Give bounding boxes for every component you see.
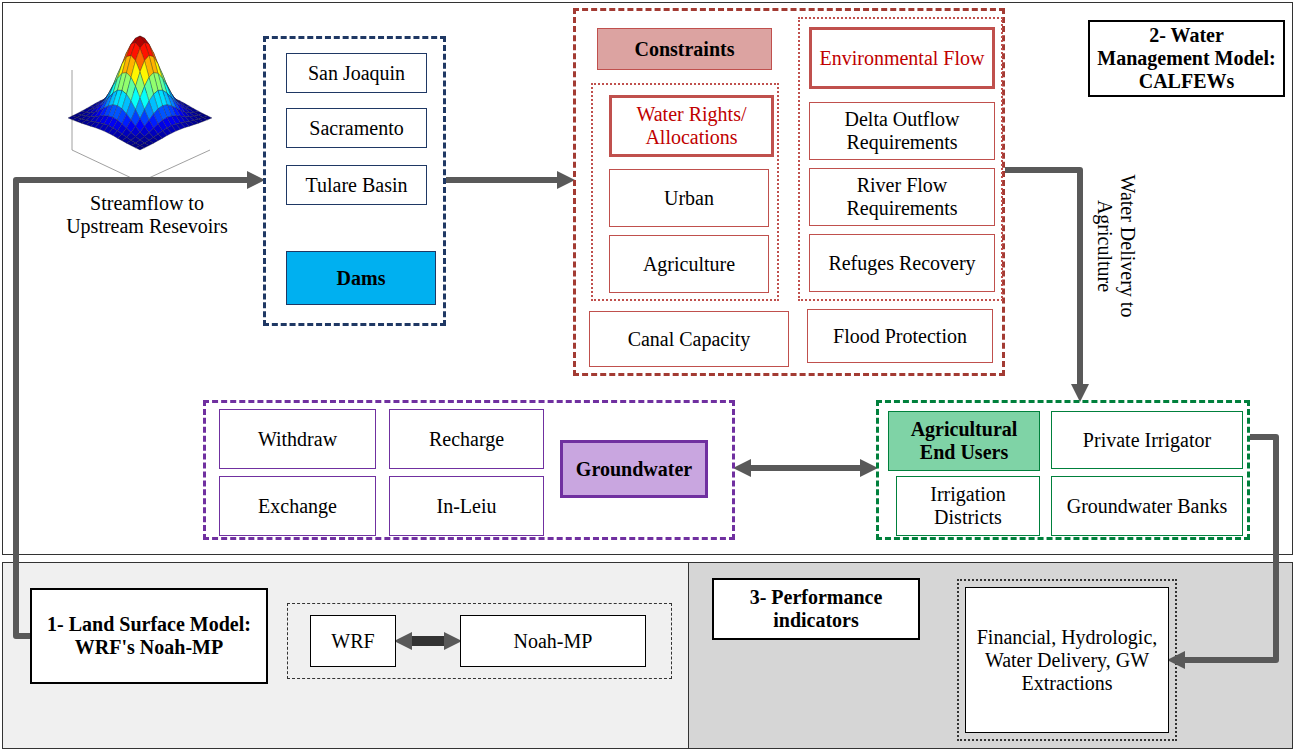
group-heading: Agricultural End Users	[888, 411, 1040, 471]
model-box: Noah-MP	[460, 615, 646, 667]
constraint-box: Delta Outflow Requirements	[809, 102, 995, 160]
box-text: Refuges Recovery	[828, 252, 975, 275]
model-box: WRF	[310, 615, 396, 667]
end-user-box: Irrigation Districts	[896, 476, 1040, 536]
groundwater-box: Recharge	[389, 409, 544, 469]
box-text: Delta Outflow Requirements	[814, 108, 990, 154]
reservoir-box: San Joaquin	[286, 53, 427, 93]
flow-arrow	[404, 636, 452, 646]
box-text: Financial, Hydrologic, Water Delivery, G…	[970, 626, 1164, 695]
constraint-box: Urban	[609, 169, 769, 227]
box-text: River Flow Requirements	[814, 174, 990, 220]
groundwater-group: Groundwater Withdraw RechargeExchange In-Le…	[203, 400, 735, 540]
box-text: Groundwater Banks	[1067, 495, 1228, 518]
box-text: Recharge	[429, 428, 504, 451]
box-text: 2- Water Management Model: CALFEWs	[1094, 24, 1279, 93]
box-text: Agriculture	[643, 253, 735, 276]
flow-arrow	[1005, 170, 1080, 392]
box-text: Noah-MP	[514, 630, 593, 653]
box-text: In-Leiu	[437, 495, 497, 518]
edge-label: Streamflow to Upstream Resevoirs	[62, 192, 232, 238]
group-heading: Groundwater	[560, 440, 708, 498]
constraint-box: Refuges Recovery	[809, 234, 995, 292]
edge-label: Water Delivery to Agriculture	[1093, 156, 1139, 336]
box-text: San Joaquin	[308, 62, 405, 85]
model-title-box: 3- Performance indicators	[712, 578, 920, 640]
constraint-box: Canal Capacity	[589, 311, 789, 367]
reservoir-box: Tulare Basin	[286, 165, 427, 205]
constraint-box: Flood Protection	[807, 309, 993, 363]
box-text: Sacramento	[309, 117, 403, 140]
box-text: Private Irrigator	[1083, 429, 1211, 452]
water-rights-group: Water Rights/ AllocationsUrbanAgricultur…	[591, 83, 779, 301]
flow-arrow	[743, 465, 868, 471]
groundwater-box: Exchange	[219, 476, 376, 536]
box-text: Tulare Basin	[305, 174, 407, 197]
group-heading: Water Rights/ Allocations	[609, 95, 774, 157]
box-text: Irrigation Districts	[901, 483, 1035, 529]
model-title-box: 2- Water Management Model: CALFEWs	[1088, 20, 1285, 97]
box-text: Flood Protection	[833, 325, 967, 348]
constraint-box: Agriculture	[609, 235, 769, 293]
model-title-box: 1- Land Surface Model: WRF's Noah-MP	[30, 588, 268, 684]
box-text: WRF	[331, 630, 374, 653]
groundwater-box: In-Leiu	[389, 476, 544, 536]
box-text: 3- Performance indicators	[718, 586, 914, 632]
groundwater-box: Withdraw	[219, 409, 376, 469]
box-text: Withdraw	[258, 428, 337, 451]
end-user-box: Groundwater Banks	[1051, 476, 1243, 536]
flow-arrow	[446, 177, 565, 183]
reservoir-box: Sacramento	[286, 108, 427, 148]
environmental-flow-group: Environmental FlowDelta Outflow Requirem…	[798, 17, 1003, 301]
group-heading: Dams	[286, 251, 436, 305]
box-text: Exchange	[258, 495, 337, 518]
flow-arrow	[1177, 437, 1276, 660]
group-heading: Constraints	[597, 28, 772, 70]
end-user-box: Private Irrigator	[1051, 411, 1243, 469]
reservoir-group: Dams San JoaquinSacramentoTulare Basin	[263, 36, 446, 326]
group-heading: Environmental Flow	[809, 27, 995, 89]
end-users-group: Agricultural End Users Private IrrigatorI…	[876, 400, 1250, 540]
box-text: Canal Capacity	[628, 328, 751, 351]
indicator-box: Financial, Hydrologic, Water Delivery, G…	[965, 587, 1169, 733]
box-text: 1- Land Surface Model: WRF's Noah-MP	[36, 613, 262, 659]
constraint-box: River Flow Requirements	[809, 168, 995, 226]
constraints-group: ConstraintsWater Rights/ AllocationsUrba…	[573, 8, 1005, 376]
box-text: Urban	[664, 187, 714, 210]
flow-arrow	[16, 180, 255, 636]
